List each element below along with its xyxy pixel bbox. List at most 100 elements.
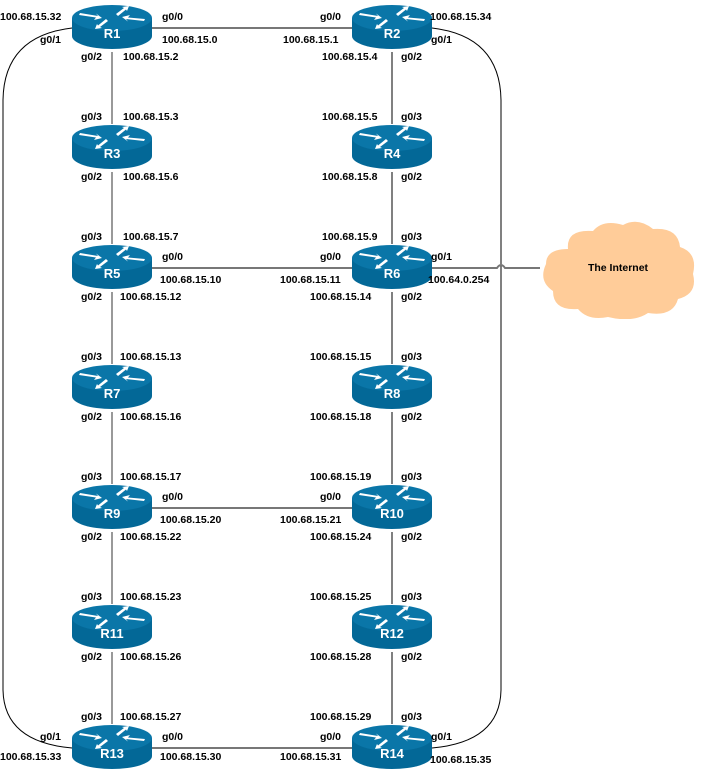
router-r14: R14 [352, 724, 432, 770]
r14-if-g01: g0/1 [431, 731, 453, 743]
r4-if-g03: g0/3 [401, 111, 423, 123]
router-r2: R2 [352, 4, 432, 50]
router-icon [72, 485, 152, 529]
router-icon [352, 485, 432, 529]
r3-ip-g03: 100.68.15.3 [123, 111, 179, 123]
r9-ip-g00: 100.68.15.20 [160, 514, 222, 526]
router-label: R5 [103, 266, 121, 281]
r5-ip-g00: 100.68.15.10 [160, 274, 222, 286]
r8-if-g02: g0/2 [401, 411, 423, 423]
r6-if-g03: g0/3 [401, 231, 423, 243]
link-r6-internet [432, 264, 540, 269]
router-label: R13 [100, 746, 124, 761]
r10-ip-g00: 100.68.15.21 [280, 514, 342, 526]
r1-if-g00: g0/0 [162, 11, 184, 23]
r7-if-g02: g0/2 [81, 411, 103, 423]
router-r7: R7 [72, 364, 152, 410]
r8-if-g03: g0/3 [401, 351, 423, 363]
router-icon [352, 5, 432, 49]
r6-if-g01: g0/1 [431, 251, 453, 263]
r5-if-g02: g0/2 [81, 291, 103, 303]
r14-if-g00: g0/0 [320, 731, 342, 743]
r6-ip-g03: 100.68.15.9 [322, 231, 378, 243]
router-icon [352, 245, 432, 289]
r7-ip-g02: 100.68.15.16 [120, 411, 182, 423]
r6-ip-g00: 100.68.15.11 [280, 274, 341, 286]
r9-if-g03: g0/3 [81, 471, 103, 483]
cloud-icon [543, 221, 695, 320]
router-r13: R13 [72, 724, 152, 770]
r14-ip-g00: 100.68.15.31 [280, 751, 342, 763]
router-label: R7 [103, 386, 121, 401]
r9-ip-g02: 100.68.15.22 [120, 531, 182, 543]
router-r11: R11 [72, 604, 152, 650]
router-icon [72, 605, 152, 649]
r1-ip-g00: 100.68.15.0 [162, 34, 218, 46]
r4-ip-g03: 100.68.15.5 [322, 111, 378, 123]
r8-ip-g02: 100.68.15.18 [310, 411, 372, 423]
router-label: R10 [380, 506, 404, 521]
r12-if-g02: g0/2 [401, 651, 423, 663]
r11-ip-g03: 100.68.15.23 [120, 591, 182, 603]
r2-if-g00: g0/0 [320, 11, 342, 23]
router-label: R2 [383, 26, 401, 41]
r6-ip-g01: 100.64.0.254 [428, 274, 490, 286]
r10-if-g00: g0/0 [320, 491, 342, 503]
r10-ip-g02: 100.68.15.24 [310, 531, 372, 543]
r10-if-g03: g0/3 [401, 471, 423, 483]
r6-if-g02: g0/2 [401, 291, 423, 303]
r4-if-g02: g0/2 [401, 171, 423, 183]
r10-ip-g03: 100.68.15.19 [310, 471, 372, 483]
router-label: R1 [103, 26, 121, 41]
r5-if-g03: g0/3 [81, 231, 103, 243]
r4-ip-g02: 100.68.15.8 [322, 171, 378, 183]
router-r8: R8 [352, 364, 432, 410]
r2-ip-g00: 100.68.15.1 [283, 34, 339, 46]
router-icon [352, 125, 432, 169]
router-r9: R9 [72, 484, 152, 530]
router-icon [72, 365, 152, 409]
r13-if-g01: g0/1 [40, 731, 62, 743]
r14-if-g03: g0/3 [401, 711, 423, 723]
r12-if-g03: g0/3 [401, 591, 423, 603]
router-label: R14 [380, 746, 404, 761]
r6-if-g00: g0/0 [320, 251, 342, 263]
router-icon [72, 5, 152, 49]
r5-ip-g02: 100.68.15.12 [120, 291, 182, 303]
r13-if-g00: g0/0 [162, 731, 184, 743]
r13-if-g03: g0/3 [81, 711, 103, 723]
router-label: R11 [100, 626, 124, 641]
router-r1: R1 [72, 4, 152, 50]
router-label: R8 [383, 386, 401, 401]
router-r4: R4 [352, 124, 432, 170]
r2-ip-g01: 100.68.15.34 [430, 11, 492, 23]
r11-if-g03: g0/3 [81, 591, 103, 603]
router-icon [72, 725, 152, 769]
r9-if-g00: g0/0 [162, 491, 184, 503]
r13-ip-g01: 100.68.15.33 [0, 751, 62, 763]
r9-ip-g03: 100.68.15.17 [120, 471, 182, 483]
router-label: R9 [103, 506, 121, 521]
router-icon [352, 605, 432, 649]
r9-if-g02: g0/2 [81, 531, 103, 543]
r1-ip-g01: 100.68.15.32 [0, 11, 62, 23]
link-r1-r13 [2, 27, 73, 749]
router-icon [352, 725, 432, 769]
r11-ip-g02: 100.68.15.26 [120, 651, 182, 663]
router-r12: R12 [352, 604, 432, 650]
r13-ip-g00: 100.68.15.30 [160, 751, 222, 763]
r11-if-g02: g0/2 [81, 651, 103, 663]
r2-if-g01: g0/1 [431, 34, 453, 46]
router-r10: R10 [352, 484, 432, 530]
router-r3: R3 [72, 124, 152, 170]
r5-if-g00: g0/0 [162, 251, 184, 263]
r6-ip-g02: 100.68.15.14 [310, 291, 372, 303]
r14-ip-g03: 100.68.15.29 [310, 711, 372, 723]
r3-ip-g02: 100.68.15.6 [123, 171, 179, 183]
r13-ip-g03: 100.68.15.27 [120, 711, 182, 723]
r1-if-g02: g0/2 [81, 51, 103, 63]
internet-label: The Internet [587, 262, 649, 274]
r3-if-g02: g0/2 [81, 171, 103, 183]
r14-ip-g01: 100.68.15.35 [430, 754, 492, 766]
router-r6: R6 [352, 244, 432, 290]
